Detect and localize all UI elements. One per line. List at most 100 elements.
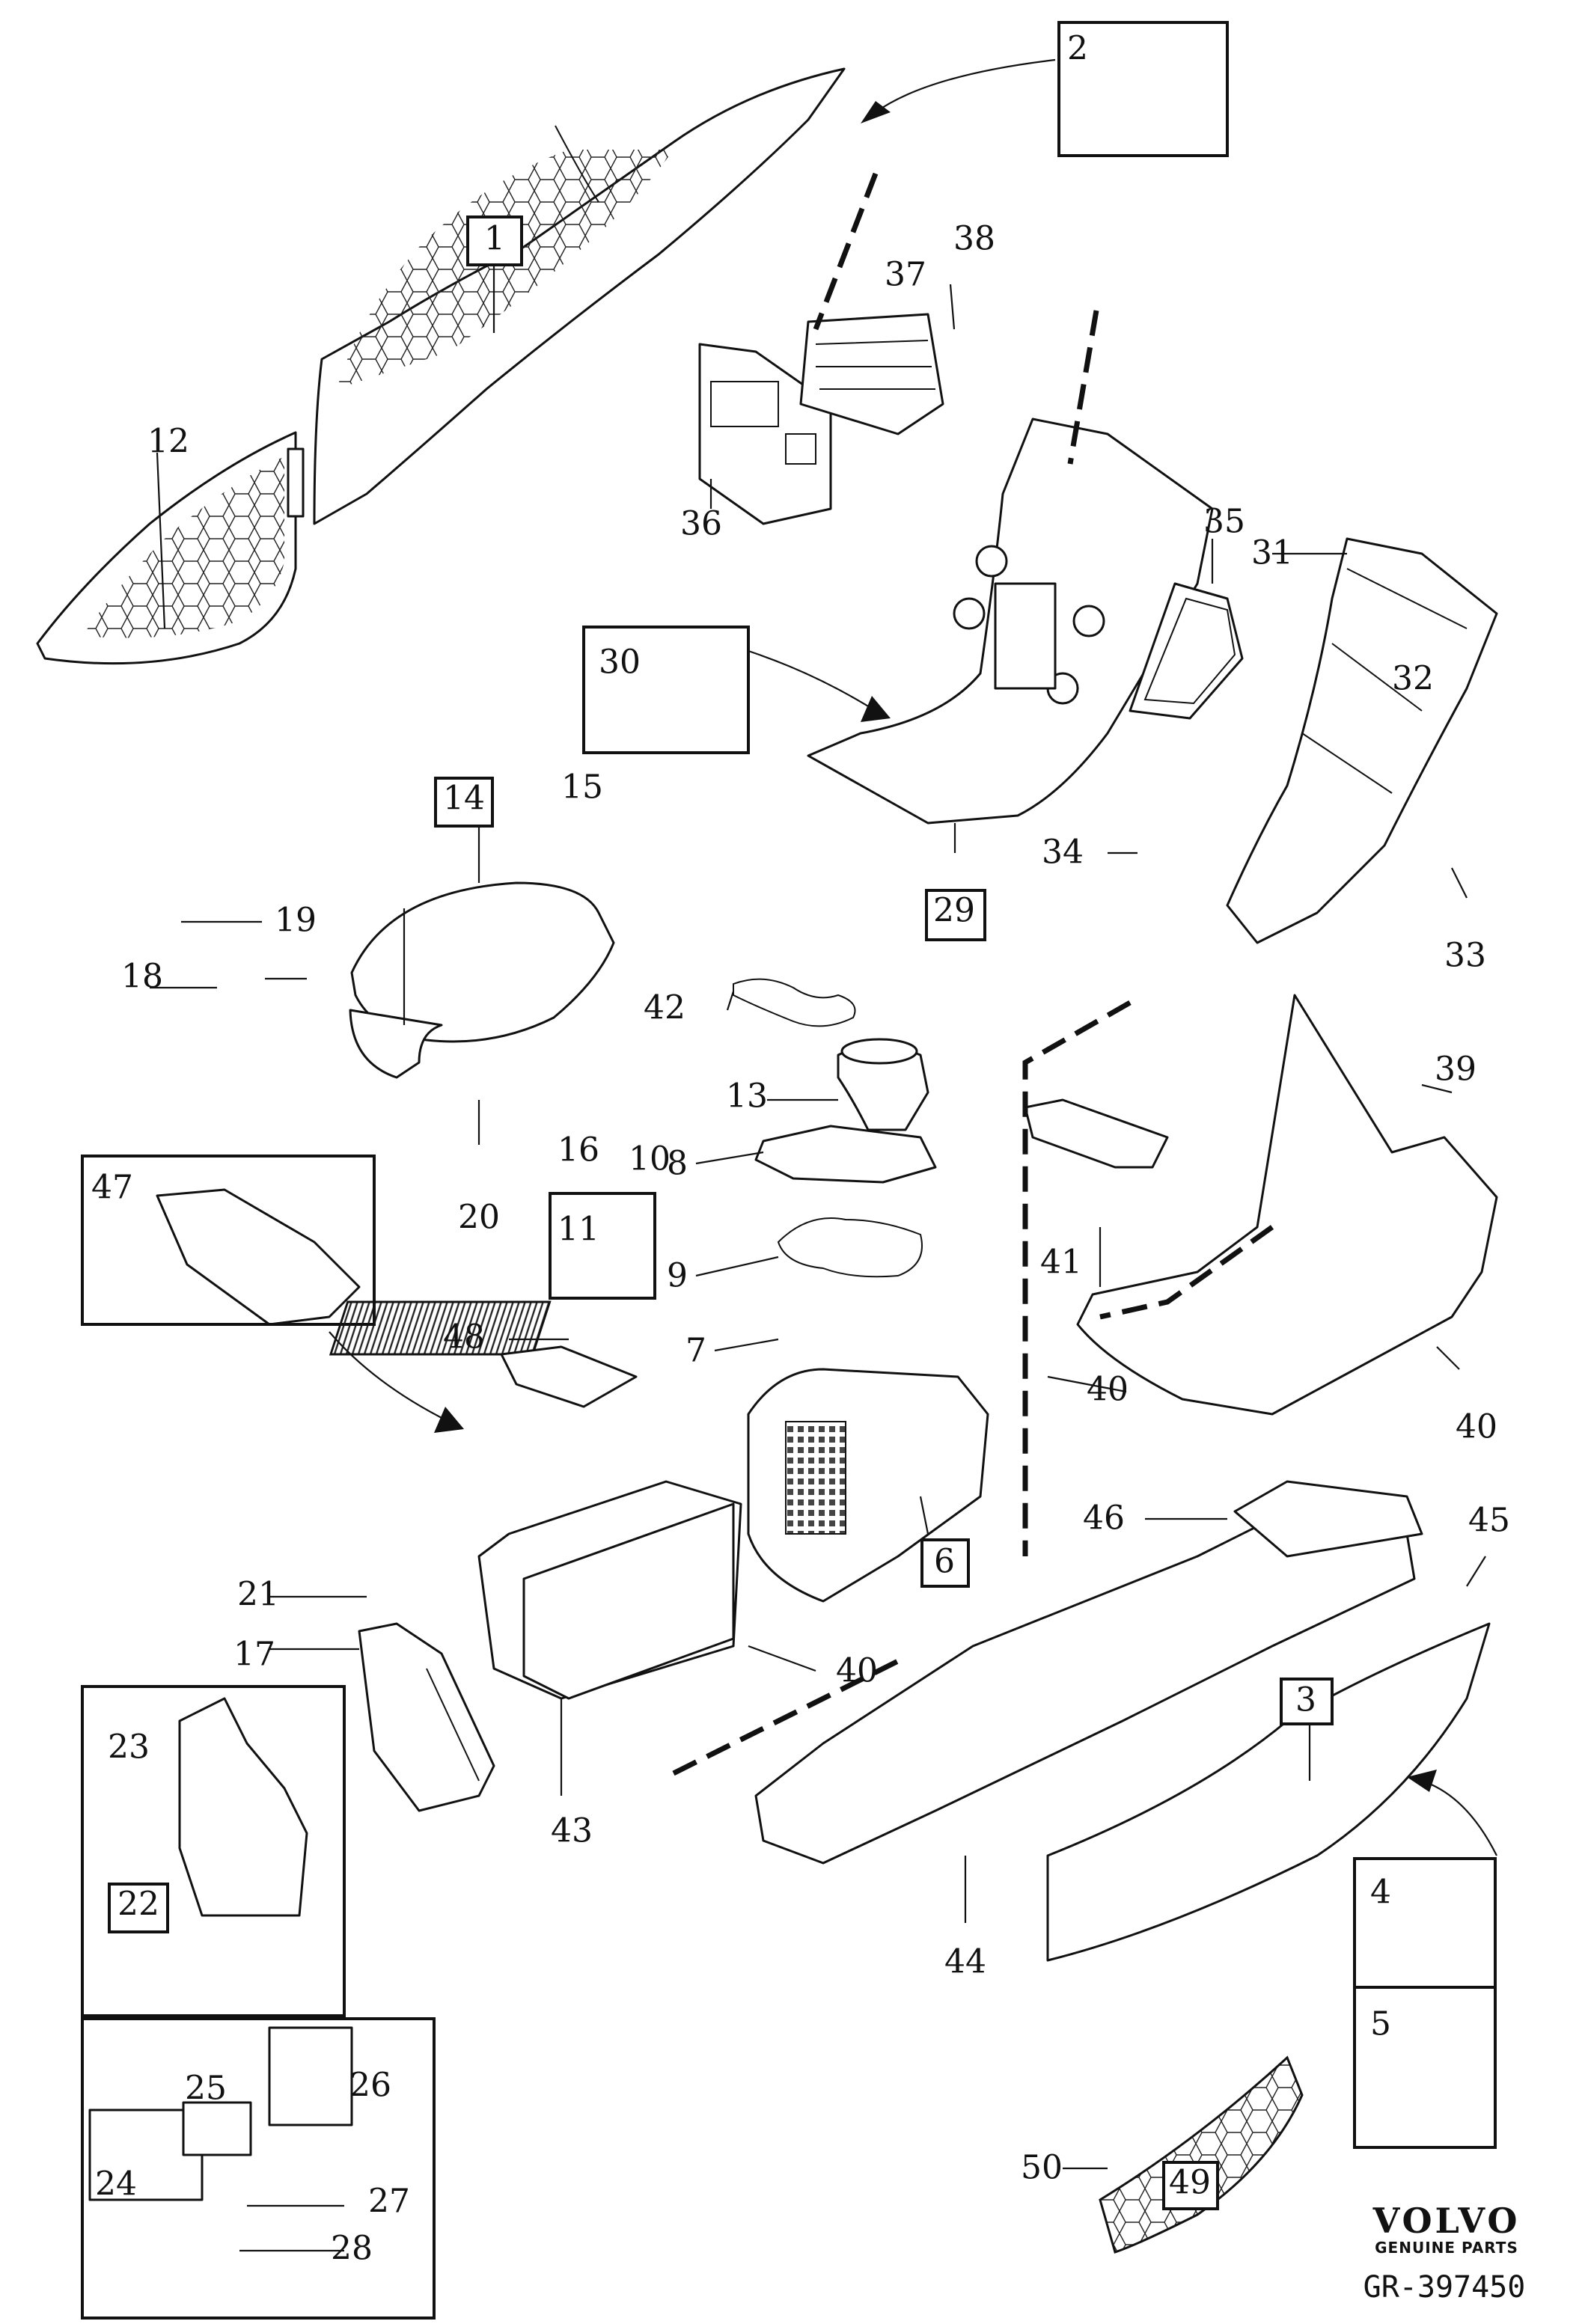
inset-frame-47 (81, 1155, 376, 1326)
inset-frame-11 (549, 1192, 656, 1300)
part-43-front-console (477, 1480, 742, 1700)
part-label-45: 45 (1468, 1502, 1510, 1540)
part-label-19: 19 (275, 902, 317, 940)
part-9-seal (777, 1217, 923, 1278)
label-box-14 (434, 777, 494, 828)
label-box-6 (920, 1538, 970, 1588)
part-label-42: 42 (644, 989, 685, 1027)
assembly-line-41 (1099, 1225, 1274, 1320)
part-label-23: 23 (108, 1728, 150, 1767)
part-label-14: 14 (443, 780, 485, 818)
label-box-22 (108, 1883, 169, 1933)
part-41-mat (1024, 1098, 1169, 1169)
part-49-storage-net (1099, 2055, 1304, 2254)
label-box-3 (1280, 1678, 1334, 1725)
part-label-18: 18 (121, 958, 163, 996)
part-label-40a: 40 (1087, 1371, 1129, 1409)
part-label-5: 5 (1370, 2005, 1391, 2043)
part-label-16: 16 (558, 1131, 599, 1169)
part-label-35: 35 (1203, 503, 1245, 541)
part-label-31: 31 (1251, 534, 1293, 572)
inset-frame-5 (1353, 1986, 1497, 2149)
part-7-filter (329, 1300, 552, 1356)
part-label-12: 12 (147, 423, 189, 461)
part-label-7: 7 (685, 1332, 706, 1370)
part-31-rear-console-panel (1226, 537, 1498, 944)
brand-logo: VOLVO (1372, 2201, 1521, 2241)
part-label-43: 43 (551, 1812, 593, 1850)
part-label-22: 22 (117, 1886, 159, 1924)
assembly-line-43 (672, 1658, 900, 1776)
inset-frame-30 (582, 626, 750, 754)
part-label-3: 3 (1295, 1681, 1316, 1719)
part-22-trim-cover (178, 1697, 308, 1917)
part-label-28: 28 (331, 2230, 373, 2268)
part-26-switch-unit (268, 2026, 353, 2126)
inset-frame-2 (1057, 21, 1229, 157)
label-box-29 (925, 889, 986, 941)
part-label-36: 36 (680, 505, 722, 543)
part-37-audio-unit (799, 313, 944, 435)
part-label-47: 47 (91, 1169, 133, 1207)
part-label-40b: 40 (1456, 1408, 1497, 1446)
part-3-side-trim (1046, 1622, 1491, 1962)
part-label-2: 2 (1067, 30, 1088, 68)
part-6-storage-box (747, 1368, 989, 1603)
part-label-8: 8 (667, 1145, 688, 1183)
part-label-38: 38 (953, 220, 995, 258)
part-label-25: 25 (185, 2070, 227, 2108)
part-label-21: 21 (237, 1576, 279, 1614)
part-label-24: 24 (95, 2165, 137, 2204)
part-label-20: 20 (458, 1199, 500, 1237)
part-label-46: 46 (1083, 1499, 1125, 1538)
part-label-11: 11 (558, 1211, 599, 1249)
part-29-center-console-panel (807, 418, 1214, 825)
part-1-dashboard-trim (313, 67, 846, 525)
part-label-26: 26 (349, 2067, 391, 2105)
part-36-radio-bezel (698, 343, 832, 525)
part-label-40c: 40 (836, 1652, 878, 1690)
leader-lines (150, 266, 1486, 2252)
part-label-17: 17 (233, 1636, 275, 1674)
part-label-48: 48 (443, 1318, 485, 1357)
part-label-34: 34 (1042, 834, 1084, 872)
part-label-15: 15 (561, 768, 603, 807)
assembly-line-29 (1067, 310, 1099, 465)
callout-arrows (329, 58, 1497, 1856)
inset-frame-22-group (81, 1685, 346, 2017)
part-label-30: 30 (599, 643, 641, 682)
part-8-gasket (754, 1125, 937, 1184)
part-47-switch-panel (156, 1188, 361, 1326)
assembly-line-44 (1022, 1000, 1132, 1556)
part-label-49: 49 (1169, 2164, 1211, 2202)
part-42-seal-ring (733, 978, 856, 1027)
inset-frame-24-group (81, 2017, 436, 2320)
brand-subtitle: GENUINE PARTS (1375, 2239, 1518, 2257)
part-label-4: 4 (1370, 1874, 1391, 1912)
part-label-44: 44 (944, 1943, 986, 1981)
part-35-display-frame (1129, 582, 1244, 720)
part-label-39: 39 (1435, 1051, 1477, 1089)
part-label-32: 32 (1392, 660, 1434, 698)
part-label-13: 13 (726, 1077, 768, 1116)
part-label-29: 29 (933, 892, 975, 930)
label-box-49 (1162, 2161, 1219, 2210)
part-14-armrest-lid (349, 881, 615, 1079)
volvo-genuine-parts-logo: VOLVO GENUINE PARTS (1346, 2203, 1548, 2257)
part-25-holder (182, 2101, 252, 2156)
part-label-1: 1 (484, 220, 505, 258)
part-39-rear-trim (1076, 994, 1498, 1416)
part-17-bracket (358, 1622, 495, 1812)
part-label-27: 27 (368, 2183, 410, 2221)
part-48-tray (500, 1345, 638, 1408)
part-label-33: 33 (1444, 937, 1486, 975)
part-label-6: 6 (934, 1543, 955, 1581)
assembly-line-36 (813, 172, 879, 331)
part-label-37: 37 (885, 256, 926, 294)
part-label-50: 50 (1021, 2149, 1063, 2187)
part-13-cup-holder (837, 1038, 929, 1131)
part-12-side-panel (36, 431, 305, 665)
part-label-10: 10 (629, 1140, 671, 1178)
